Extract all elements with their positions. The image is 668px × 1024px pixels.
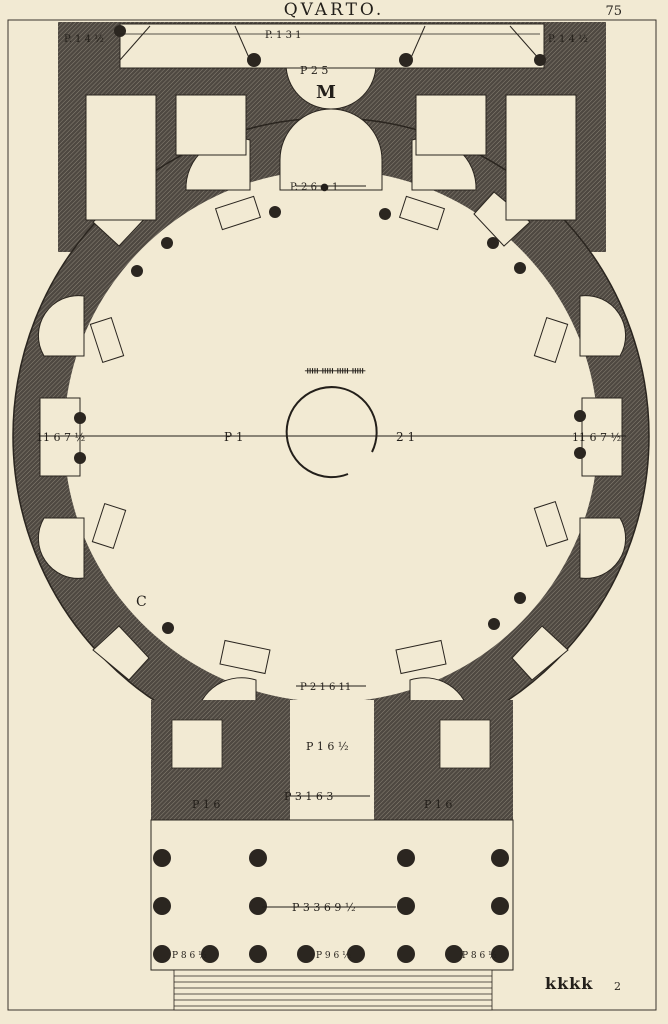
- bay-4: [505, 94, 577, 221]
- niche-se: [511, 625, 569, 681]
- label-col-center: P 9 6 ½: [316, 950, 351, 961]
- page-number: 75: [605, 4, 622, 19]
- central-circle: [285, 386, 378, 479]
- column: [397, 897, 415, 915]
- label-col-right: P 8 6 ½: [462, 950, 497, 961]
- label-top-right: P. 1 4 ½: [548, 34, 588, 45]
- label-niche: P 2 5: [300, 64, 328, 77]
- niche-sw: [92, 625, 150, 681]
- column: [445, 945, 463, 963]
- bay-2: [175, 94, 247, 156]
- label-diameter-left: 11 6 7 ½: [36, 431, 85, 444]
- bay-3: [415, 94, 487, 156]
- vestibule-passage: [290, 700, 374, 820]
- label-center-right: 2 1: [396, 430, 415, 444]
- label-scale: ᚔᚔᚔᚔ: [304, 364, 366, 377]
- niche-w: [39, 397, 81, 477]
- label-letter-c: C: [136, 594, 147, 610]
- column: [201, 945, 219, 963]
- portico-floor: [150, 819, 514, 971]
- aedicules: [89, 195, 569, 675]
- signature-mark: kkkk: [545, 974, 594, 993]
- label-passage: P 1 6 ½: [306, 740, 349, 753]
- label-niche-letter: M: [316, 82, 336, 103]
- top-strip: [119, 23, 545, 69]
- label-top-span: P. 1 3 1: [265, 30, 302, 41]
- portico-columns: [153, 849, 509, 963]
- label-lower-door: P 2 1 6 11: [300, 682, 351, 693]
- column: [397, 945, 415, 963]
- portico-steps: [173, 969, 493, 1011]
- column: [153, 897, 171, 915]
- top-strip-diagonals: [119, 25, 541, 61]
- stairs: [171, 719, 491, 769]
- label-diameter-right: 11 6 7 ½: [572, 431, 621, 444]
- column: [153, 849, 171, 867]
- niche-e: [581, 397, 623, 477]
- top-bays: [85, 63, 577, 221]
- top-apse: [285, 63, 377, 110]
- label-col-left: P 8 6 ½: [172, 950, 207, 961]
- label-room-right: P 1 6: [424, 798, 452, 811]
- column: [249, 897, 267, 915]
- void-e-upper: [579, 295, 627, 357]
- column: [491, 849, 509, 867]
- bay-1: [85, 94, 157, 221]
- label-upper-door: P. 2 6 ● 1: [290, 182, 338, 193]
- signature-number: 2: [614, 980, 621, 993]
- column: [397, 849, 415, 867]
- column: [491, 945, 509, 963]
- column: [491, 897, 509, 915]
- interior-columns: [74, 25, 586, 634]
- void-w-upper: [37, 295, 85, 357]
- upper-door-niche: [279, 108, 383, 191]
- label-portico: P 3 3 6 9 ½: [292, 901, 356, 914]
- column: [347, 945, 365, 963]
- label-top-left: P. 1 4 ½: [64, 34, 104, 45]
- void-e-lower: [579, 517, 627, 579]
- column: [153, 945, 171, 963]
- label-vestibule: P 3 1 6 3: [284, 790, 333, 803]
- column: [249, 945, 267, 963]
- label-room-left: P 1 6: [192, 798, 220, 811]
- column: [249, 849, 267, 867]
- column: [297, 945, 315, 963]
- label-center-left: P 1: [224, 430, 244, 444]
- running-head: QVARTO.: [283, 0, 385, 20]
- void-w-lower: [37, 517, 85, 579]
